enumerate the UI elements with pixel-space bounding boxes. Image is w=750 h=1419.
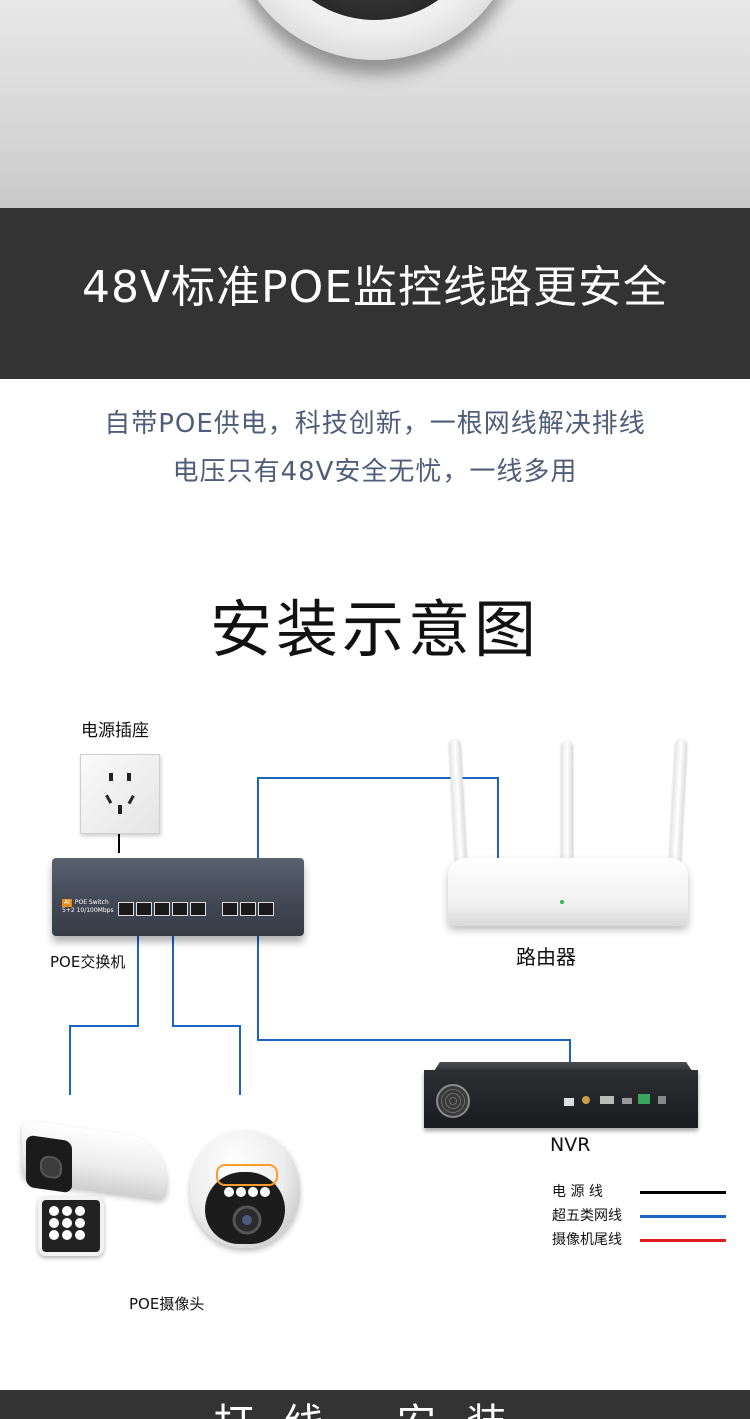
dome-camera-face bbox=[205, 1172, 285, 1244]
nvr-icon bbox=[424, 1070, 698, 1128]
footer-banner bbox=[0, 1390, 750, 1419]
socket-label: 电源插座 bbox=[81, 721, 149, 741]
legend-item-power: 电 源 线 bbox=[552, 1180, 732, 1204]
router-label: 路由器 bbox=[516, 945, 576, 969]
camera-photo bbox=[0, 0, 750, 208]
diagram-title: 安装示意图 bbox=[209, 593, 540, 666]
switch-port bbox=[258, 902, 274, 916]
switch-name: POE Switch bbox=[74, 899, 109, 906]
legend-label: 电 源 线 bbox=[552, 1184, 603, 1200]
legend-item-camera-cable: 摄像机尾线 bbox=[552, 1228, 732, 1252]
cameras-label: POE摄像头 bbox=[129, 1295, 205, 1313]
router-antenna-center bbox=[561, 742, 573, 882]
banner-title: 48V标准POE监控线路更安全 bbox=[81, 262, 669, 313]
nvr-label: NVR bbox=[550, 1134, 591, 1156]
switch-port bbox=[240, 902, 256, 916]
switch-port bbox=[136, 902, 152, 916]
switch-ai-badge: AI bbox=[62, 899, 72, 907]
dome-camera-cable bbox=[172, 918, 241, 1095]
legend-label: 超五类网线 bbox=[552, 1208, 622, 1224]
switch-spec: 5+2 10/100Mbps bbox=[62, 907, 114, 914]
bullet-camera-lens bbox=[26, 1134, 72, 1194]
legend-swatch bbox=[640, 1190, 726, 1194]
router-cable bbox=[257, 777, 499, 895]
switch-port bbox=[190, 902, 206, 916]
dome-camera-ring bbox=[216, 1164, 278, 1186]
title-banner bbox=[0, 208, 750, 379]
router-led bbox=[560, 900, 564, 904]
switch-port bbox=[118, 902, 134, 916]
router-icon bbox=[448, 858, 688, 926]
legend: 电 源 线 超五类网线 摄像机尾线 bbox=[552, 1180, 732, 1252]
switch-port bbox=[222, 902, 238, 916]
switch-port bbox=[154, 902, 170, 916]
footer-title: 打线 安装 bbox=[0, 1400, 750, 1419]
power-socket-icon bbox=[80, 754, 160, 834]
intro-line-1: 自带POE供电，科技创新，一根网线解决排线 bbox=[104, 409, 646, 439]
switch-port bbox=[172, 902, 188, 916]
bullet-camera-cable bbox=[69, 918, 139, 1095]
legend-swatch bbox=[640, 1238, 726, 1242]
nvr-fan-icon bbox=[436, 1084, 470, 1118]
intro-line-2: 电压只有48V安全无忧，一线多用 bbox=[172, 457, 578, 487]
legend-swatch bbox=[640, 1214, 726, 1218]
legend-item-network: 超五类网线 bbox=[552, 1204, 732, 1228]
bullet-camera-light bbox=[38, 1196, 104, 1256]
legend-label: 摄像机尾线 bbox=[552, 1232, 622, 1248]
switch-label: POE交换机 bbox=[50, 953, 126, 971]
